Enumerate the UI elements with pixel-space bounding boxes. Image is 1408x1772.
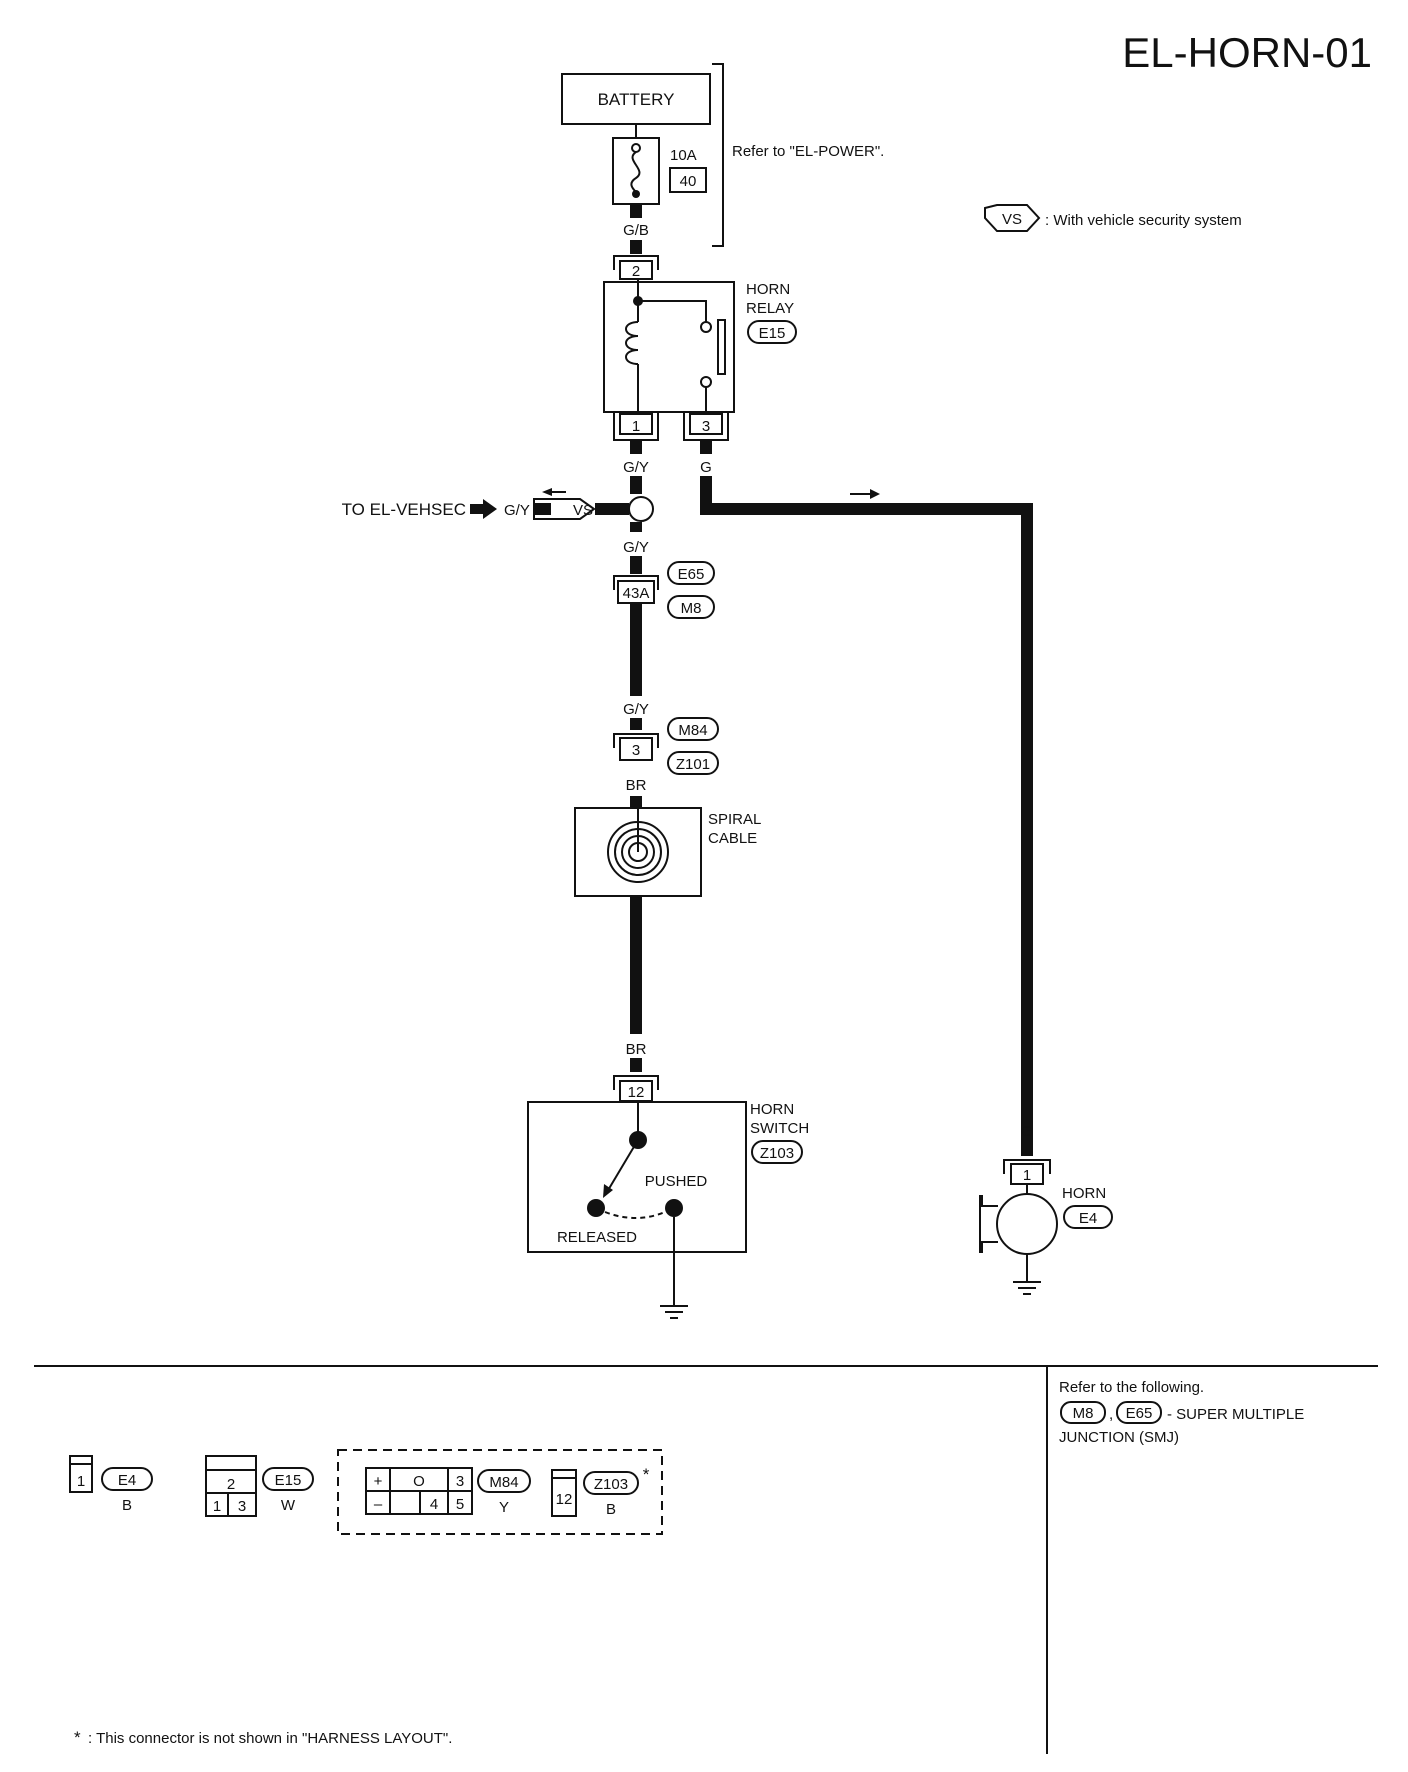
joint-pin: 3 (632, 742, 640, 759)
ground-icon (660, 1305, 688, 1319)
svg-text:–: – (374, 1496, 383, 1513)
relay-name-2: RELAY (746, 300, 794, 317)
refer-line-2: - SUPER MULTIPLE (1167, 1406, 1304, 1423)
svg-text:E15: E15 (759, 325, 786, 342)
refer-conn-1: M8 (1073, 1405, 1094, 1422)
connector-view-z103: 12 Z103 * B (551, 1465, 650, 1518)
legend: VS : With vehicle security system (984, 204, 1242, 232)
page-code: EL-HORN-01 (1122, 29, 1372, 76)
splice-point (628, 496, 654, 522)
horn-ground-icon (1013, 1281, 1041, 1295)
fuse-rating: 10A (670, 147, 697, 164)
svg-text:4: 4 (430, 1496, 438, 1513)
svg-text:1: 1 (77, 1473, 85, 1490)
fuse: 10A 40 (612, 137, 707, 205)
current-arrow-right (850, 489, 880, 499)
connector-view-e4: 1 E4 B (69, 1455, 153, 1514)
wire-g-1: G (700, 459, 712, 476)
not-in-layout-group (337, 1449, 663, 1535)
switch-name-2: SWITCH (750, 1120, 809, 1137)
battery: BATTERY (561, 73, 711, 125)
conn-e4-id: E4 (118, 1472, 136, 1489)
vs-badge: VS (984, 204, 1041, 232)
conn-e15-color: W (281, 1497, 296, 1514)
svg-text:VS: VS (1002, 211, 1022, 228)
wire-to-horn (700, 476, 1033, 1144)
svg-text:+: + (374, 1473, 383, 1490)
horn-relay: 2 1 3 HORN RELAY E15 (603, 255, 797, 441)
conn-z103-mark: * (643, 1465, 650, 1484)
footnote-mark: * (74, 1728, 81, 1747)
smj-pin: 43A (623, 585, 650, 602)
switch-pin: 12 (628, 1084, 645, 1101)
spiral-name-2: CABLE (708, 830, 757, 847)
switch-pushed: PUSHED (645, 1173, 708, 1190)
svg-text:O: O (413, 1473, 425, 1490)
joint-connector: 3 M84 Z101 (613, 717, 719, 775)
smj-conn-1: E65 (678, 566, 705, 583)
smj-conn-2: M8 (681, 600, 702, 617)
wire-gb: G/B (623, 222, 649, 239)
wire-g-2: G (1021, 1123, 1033, 1140)
conn-m84-id: M84 (489, 1474, 518, 1491)
relay-pin-top: 2 (632, 263, 640, 280)
switch-released: RELEASED (557, 1229, 637, 1246)
horn-connector: E4 (1079, 1210, 1097, 1227)
wire-gy-3: G/Y (623, 701, 649, 718)
connector-view-e15: 2 1 3 E15 W (205, 1455, 314, 1517)
joint-conn-1: M84 (678, 722, 707, 739)
svg-text:12: 12 (556, 1491, 573, 1508)
footnote-text: : This connector is not shown in "HARNES… (88, 1730, 452, 1747)
refer-conn-2: E65 (1126, 1405, 1153, 1422)
refer-sep: , (1109, 1406, 1113, 1423)
wire-gy-1: G/Y (623, 459, 649, 476)
refer-line-1: Refer to the following. (1059, 1379, 1204, 1396)
conn-e15-id: E15 (275, 1472, 302, 1489)
conn-z103-id: Z103 (594, 1476, 628, 1493)
svg-text:5: 5 (456, 1496, 464, 1513)
horn-name: HORN (1062, 1185, 1106, 1202)
wire-gy-2: G/Y (623, 539, 649, 556)
horn-switch: 12 PUSHED RELEASED HORN SWITCH Z103 (527, 1075, 809, 1319)
svg-text:BATTERY: BATTERY (598, 90, 675, 109)
horn: 1 HORN E4 (979, 1159, 1113, 1295)
to-vehsec-label: TO EL-VEHSEC (342, 500, 466, 519)
fuse-number: 40 (680, 173, 697, 190)
horn-pin: 1 (1023, 1167, 1031, 1184)
refer-box: Refer to the following. M8 , E65 - SUPER… (1059, 1379, 1304, 1446)
branch-vehsec: VS G/Y TO EL-VEHSEC (342, 488, 629, 520)
svg-text:1: 1 (213, 1498, 221, 1515)
joint-conn-2: Z101 (676, 756, 710, 773)
conn-z103-color: B (606, 1501, 616, 1518)
relay-connector-badge: E15 (747, 320, 797, 344)
switch-connector: Z103 (760, 1145, 794, 1162)
relay-pin-right: 3 (702, 418, 710, 435)
svg-text:3: 3 (238, 1498, 246, 1515)
horn-bell-icon (979, 1195, 998, 1253)
connector-view-m84: + O 3 – 4 5 M84 Y (365, 1467, 531, 1516)
refer-line-3: JUNCTION (SMJ) (1059, 1429, 1179, 1446)
svg-text:2: 2 (227, 1476, 235, 1493)
relay-pin-left: 1 (632, 418, 640, 435)
spiral-cable: SPIRAL CABLE (574, 807, 761, 897)
wire-br-1: BR (626, 777, 647, 794)
relay-name-1: HORN (746, 281, 790, 298)
wire-gy-branch: G/Y (504, 502, 530, 519)
refer-power: Refer to "EL-POWER". (732, 143, 884, 160)
spiral-name-1: SPIRAL (708, 811, 761, 828)
branch-vs-label: VS (573, 502, 593, 519)
current-arrow-left (542, 488, 566, 496)
footnote: * : This connector is not shown in "HARN… (74, 1728, 452, 1747)
legend-text: : With vehicle security system (1045, 212, 1242, 229)
conn-m84-color: Y (499, 1499, 509, 1516)
wire-br-2: BR (626, 1041, 647, 1058)
smj-connector: 43A E65 M8 (613, 561, 715, 619)
power-bracket (712, 63, 724, 247)
svg-text:3: 3 (456, 1473, 464, 1490)
conn-e4-color: B (122, 1497, 132, 1514)
switch-name-1: HORN (750, 1101, 794, 1118)
